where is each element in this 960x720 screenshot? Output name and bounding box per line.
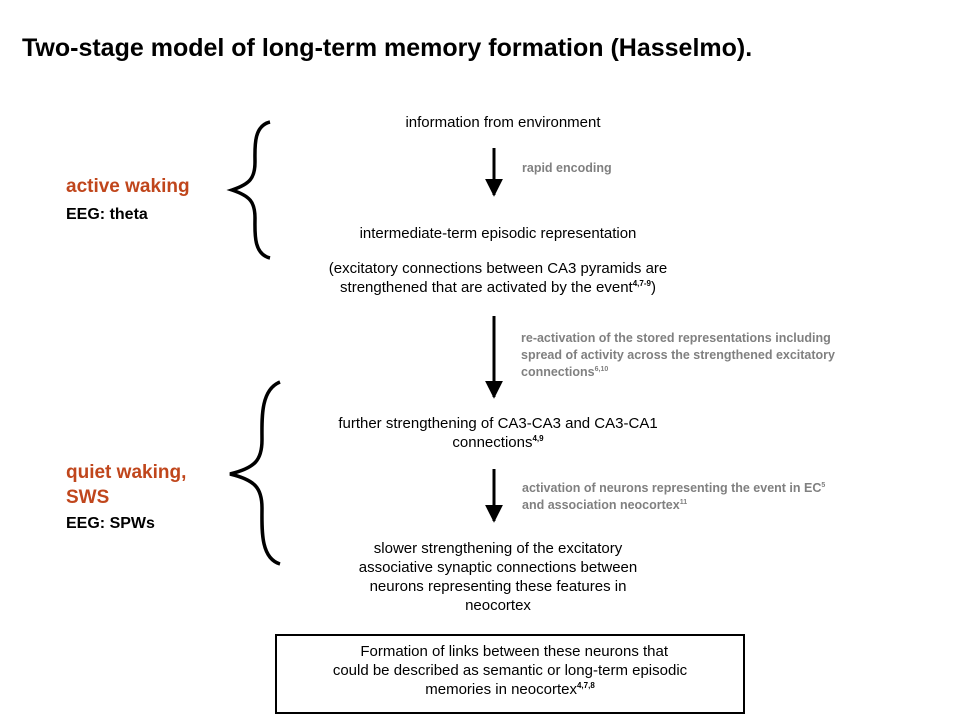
node-excitatory-connections: (excitatory connections between CA3 pyra… [328, 260, 668, 296]
edge-label-rapid-encoding: rapid encoding [522, 161, 612, 175]
phase-quiet-sws: SWS [66, 487, 110, 508]
edge-label-activation: activation of neurons representing the e… [522, 481, 826, 512]
page-title: Two-stage model of long-term memory form… [22, 34, 753, 62]
node-intermediate-representation: intermediate-term episodic representatio… [359, 225, 637, 242]
phase-active-eeg: EEG: theta [66, 206, 148, 223]
phase-quiet-waking: quiet waking, [66, 462, 187, 483]
phase-active-waking: active waking [66, 176, 190, 197]
phase-quiet-eeg: EEG: SPWs [66, 515, 155, 532]
node-slower-strengthening: slower strengthening of the excitatory a… [358, 540, 638, 614]
brace-quiet-waking [229, 380, 281, 566]
edge-label-reactivation: re-activation of the stored representati… [521, 331, 835, 379]
brace-active-waking [226, 120, 271, 260]
node-information-from-environment: information from environment [405, 114, 601, 131]
node-further-strengthening: further strengthening of CA3-CA3 and CA3… [338, 415, 658, 451]
conclusion-box: Formation of links between these neurons… [275, 634, 745, 714]
